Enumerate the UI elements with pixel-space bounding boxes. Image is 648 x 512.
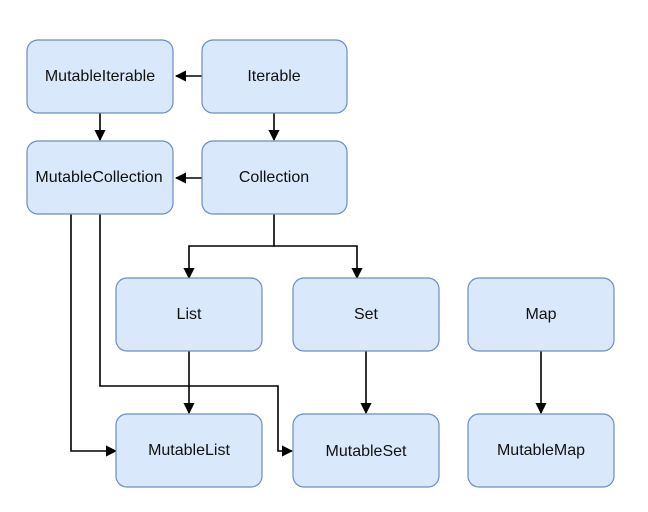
node-label: MutableIterable	[45, 68, 155, 85]
node-label: Collection	[239, 169, 309, 186]
node-mutable-collection[interactable]: MutableCollection	[26, 140, 174, 215]
edge-mutable-collection-to-mutable-list	[70, 214, 118, 457]
edge-collection-to-set	[274, 245, 363, 280]
node-label: MutableSet	[326, 443, 407, 460]
node-mutable-set[interactable]: MutableSet	[292, 413, 440, 488]
edge-collection-to-list	[183, 214, 275, 280]
node-iterable[interactable]: Iterable	[201, 39, 348, 114]
edges	[70, 70, 547, 457]
node-label: MutableList	[148, 442, 230, 459]
node-collection[interactable]: Collection	[201, 140, 348, 215]
node-label: Map	[525, 306, 556, 323]
node-mutable-map[interactable]: MutableMap	[467, 413, 615, 488]
node-mutable-iterable[interactable]: MutableIterable	[26, 39, 174, 114]
node-mutable-list[interactable]: MutableList	[115, 413, 263, 488]
node-label: Set	[354, 306, 379, 323]
node-map[interactable]: Map	[467, 277, 615, 352]
node-label: List	[177, 306, 202, 323]
edge-mutable-collection-to-mutable-set	[99, 214, 294, 457]
node-label: MutableCollection	[35, 169, 162, 186]
node-label: MutableMap	[497, 442, 585, 459]
node-set[interactable]: Set	[292, 277, 440, 352]
node-label: Iterable	[247, 68, 300, 85]
node-list[interactable]: List	[115, 277, 263, 352]
